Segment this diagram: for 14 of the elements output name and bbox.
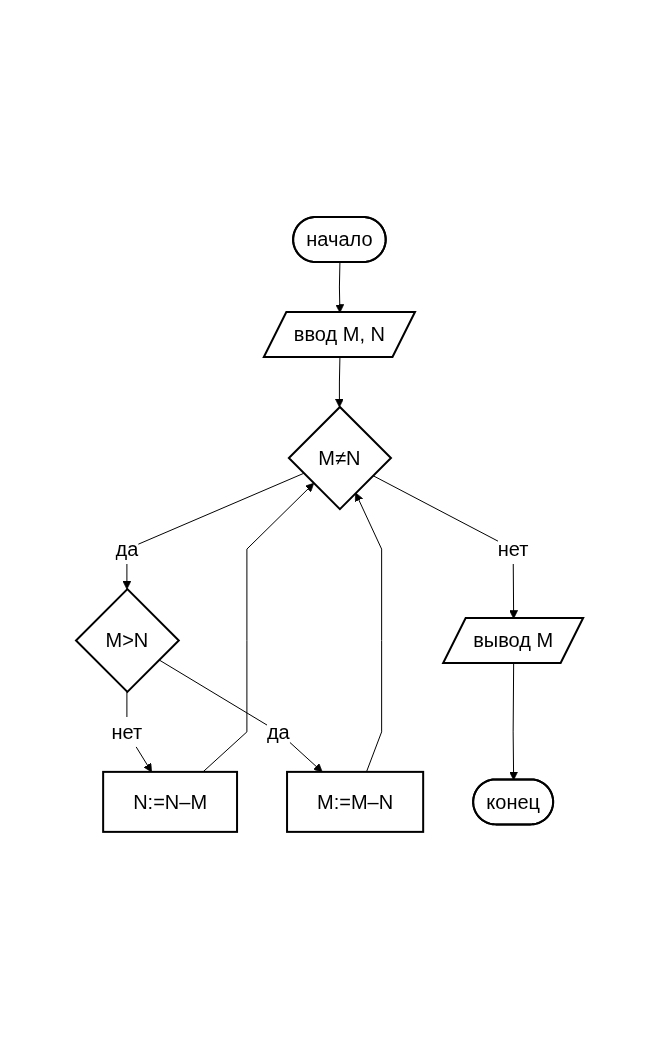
edge-label: да bbox=[267, 720, 291, 743]
node-box: M:=M–N bbox=[286, 770, 425, 833]
node-diamond: M≠N bbox=[287, 405, 393, 511]
arrow bbox=[335, 356, 345, 407]
arrow bbox=[509, 662, 519, 780]
arrow bbox=[158, 658, 323, 772]
edge-label: нет bbox=[498, 537, 529, 560]
edge-label: да bbox=[115, 537, 139, 560]
arrow bbox=[355, 492, 383, 772]
node-box: N:=N–M bbox=[102, 770, 239, 833]
arrow bbox=[202, 482, 315, 772]
node-diamond: M>N bbox=[75, 587, 181, 693]
arrow bbox=[122, 472, 305, 590]
edge-label: нет bbox=[111, 720, 143, 743]
